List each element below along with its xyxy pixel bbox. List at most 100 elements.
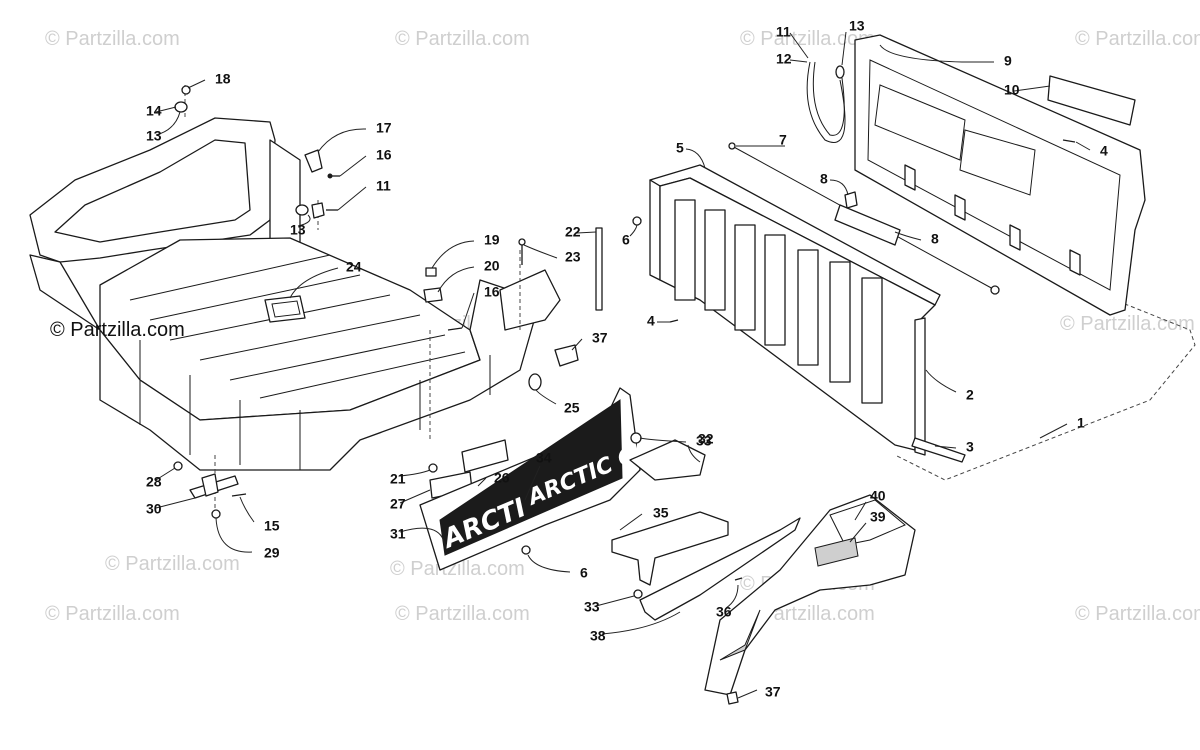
- callout-27: 27: [390, 496, 406, 512]
- watermark-text: © Partzilla.com: [45, 603, 180, 625]
- callout-10: 10: [1004, 82, 1020, 98]
- callout-3: 3: [966, 439, 974, 455]
- leader-line: [339, 155, 367, 177]
- callout-13: 13: [849, 18, 865, 34]
- leader-line: [619, 513, 643, 531]
- watermark-text: © Partzilla.com: [740, 28, 875, 50]
- leader-line: [239, 496, 255, 523]
- callout-11: 11: [776, 24, 791, 40]
- callout-5: 5: [676, 140, 684, 156]
- partzilla-brand-label: © Partzilla.com: [50, 319, 185, 341]
- cargo-box: [29, 85, 561, 510]
- callout-30: 30: [146, 501, 162, 517]
- tailgate-frame: [632, 142, 1196, 481]
- callout-29: 29: [264, 545, 280, 561]
- callout-26: 26: [494, 470, 510, 486]
- leader-line: [925, 369, 957, 393]
- leader-line: [1013, 85, 1051, 92]
- fender: [704, 494, 916, 705]
- leader-line: [571, 338, 583, 351]
- leader-line: [437, 266, 475, 293]
- leader-line: [477, 477, 487, 487]
- callout-19: 19: [484, 232, 500, 248]
- watermark-text: © Partzilla.com: [1060, 313, 1195, 335]
- leader-line: [737, 689, 758, 699]
- leader-line: [155, 467, 176, 481]
- leader-line: [854, 501, 867, 521]
- callout-32: 32: [698, 431, 714, 447]
- leader-line: [934, 445, 957, 449]
- callout-8: 8: [931, 231, 939, 247]
- leader-line: [431, 240, 475, 269]
- callout-25: 25: [564, 400, 580, 416]
- tailgate-outer: [806, 34, 1146, 316]
- callout-39: 39: [870, 509, 886, 525]
- leader-line: [1075, 141, 1091, 151]
- leader-line: [215, 517, 253, 553]
- callout-17: 17: [376, 120, 392, 136]
- leader-line: [879, 44, 994, 63]
- callout-13: 13: [146, 128, 162, 144]
- leader-line: [399, 527, 446, 546]
- callout-15: 15: [264, 518, 280, 534]
- leader-line: [399, 469, 431, 477]
- leader-line: [527, 554, 571, 573]
- callout-35: 35: [653, 505, 669, 521]
- leader-line: [576, 231, 597, 234]
- leader-line: [595, 595, 635, 607]
- leader-line: [317, 128, 367, 153]
- callout-21: 21: [390, 471, 406, 487]
- callout-36: 36: [716, 604, 732, 620]
- leader-line: [841, 31, 847, 66]
- callout-22: 22: [565, 224, 581, 240]
- watermark-text: © Partzilla.com: [45, 28, 180, 50]
- leader-line: [337, 186, 367, 211]
- callout-11: 11: [376, 178, 391, 194]
- leader-line: [789, 32, 809, 59]
- callout-20: 20: [484, 258, 500, 274]
- callout-23: 23: [565, 249, 581, 265]
- callout-1: 1: [1077, 415, 1085, 431]
- watermark-text: © Partzilla.com: [1075, 28, 1200, 50]
- leader-line: [535, 389, 557, 405]
- leader-line: [399, 489, 431, 504]
- callout-7: 7: [779, 132, 787, 148]
- leader-line: [894, 231, 922, 241]
- leader-line: [687, 444, 701, 463]
- callout-4: 4: [647, 313, 655, 329]
- callout-38: 38: [590, 628, 606, 644]
- leader-line: [629, 224, 638, 237]
- watermark-text: © Partzilla.com: [395, 28, 530, 50]
- callout-8: 8: [820, 171, 828, 187]
- watermark-text: © Partzilla.com: [390, 558, 525, 580]
- leader-lines: [155, 31, 1091, 699]
- leader-line: [829, 179, 849, 196]
- brackets: [611, 511, 801, 621]
- callout-13: 13: [290, 222, 306, 238]
- callout-4: 4: [1100, 143, 1108, 159]
- leader-line: [725, 584, 739, 609]
- leader-line: [155, 111, 181, 136]
- callout-12: 12: [776, 51, 792, 67]
- leader-line: [601, 611, 681, 635]
- callout-18: 18: [215, 71, 231, 87]
- leader-line: [524, 465, 541, 501]
- watermark-text: © Partzilla.com: [395, 603, 530, 625]
- leader-line: [187, 79, 206, 89]
- leader-line: [789, 59, 808, 63]
- callout-37: 37: [592, 330, 608, 346]
- callout-24: 24: [346, 259, 362, 275]
- leader-line: [523, 244, 558, 259]
- leader-line: [297, 214, 311, 227]
- callout-14: 14: [146, 103, 162, 119]
- callout-40: 40: [870, 488, 886, 504]
- callout-9: 9: [1004, 53, 1012, 69]
- callout-6: 6: [580, 565, 588, 581]
- leader-line: [685, 148, 706, 169]
- callout-6: 6: [622, 232, 630, 248]
- leader-line: [155, 106, 177, 113]
- leader-line: [289, 267, 339, 299]
- leader-line: [849, 522, 867, 543]
- callout-16: 16: [484, 284, 500, 300]
